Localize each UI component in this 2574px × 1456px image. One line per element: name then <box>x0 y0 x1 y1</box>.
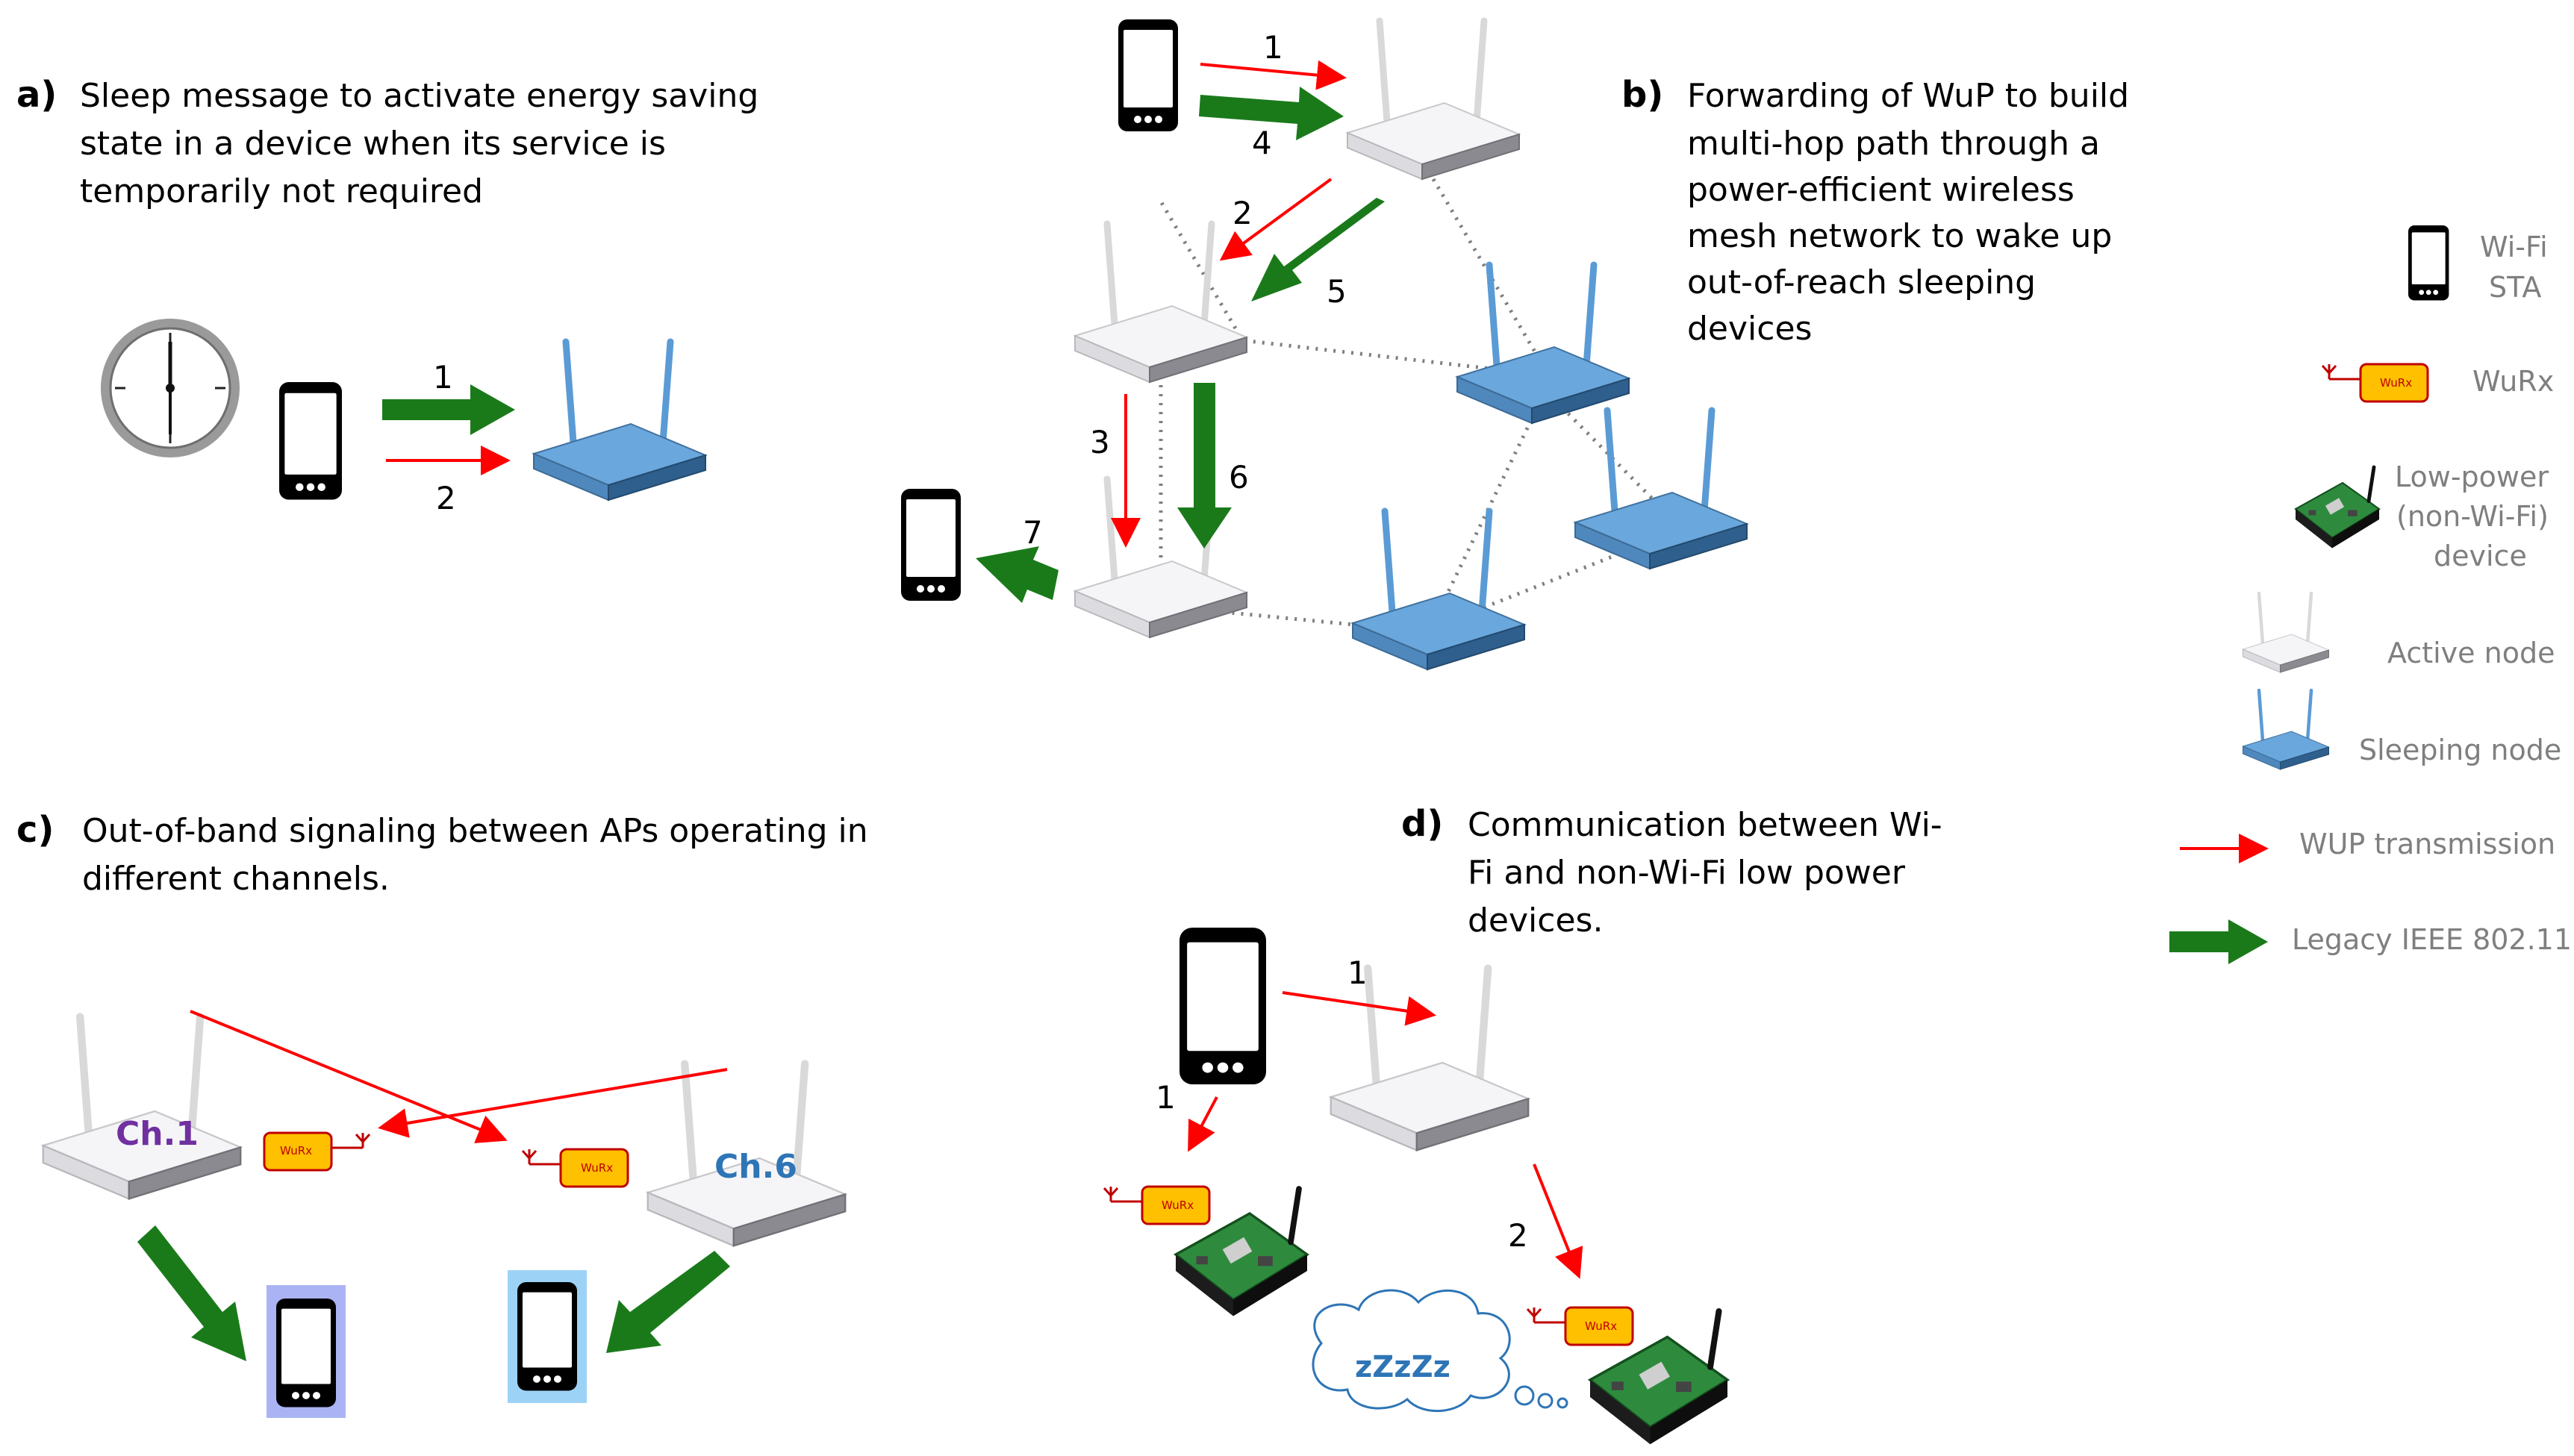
panel-b-wup-arrow-1 <box>1200 60 1347 90</box>
panel-b-legacy-arrow-7 <box>976 546 1059 603</box>
clock-icon <box>101 319 240 457</box>
legend-wup-label: WUP transmission <box>2299 828 2555 860</box>
panel-b-step-2: 2 <box>1233 195 1253 231</box>
panel-b-sleeping-router-2 <box>1575 410 1747 569</box>
panel-d-wurx-sleeping-label: WuRx <box>1585 1319 1617 1333</box>
legend-sleeping-label: Sleeping node <box>2359 734 2561 766</box>
panel-b-legacy-arrow-6 <box>1177 383 1232 549</box>
legend-legacy-label: Legacy IEEE 802.11 <box>2292 923 2572 956</box>
legend: Wi-Fi STA WuRx WuRx Low-power (non-Wi-Fi… <box>2169 225 2572 964</box>
panel-d-phone <box>1180 928 1266 1084</box>
panel-a-phone <box>279 382 342 500</box>
panel-d-active-router <box>1331 969 1529 1151</box>
panel-a-label: a) <box>16 74 57 116</box>
legend-wurx-icon-label: WuRx <box>2380 376 2412 390</box>
panel-d-step-1-ap: 1 <box>1347 954 1368 991</box>
legend-sleeping-node-icon <box>2243 690 2329 769</box>
panel-c-ch6-label: Ch.6 <box>714 1148 797 1186</box>
panel-d-step-2: 2 <box>1508 1217 1528 1254</box>
panel-d-label: d) <box>1401 803 1443 845</box>
legend-lowpower-label: Low-power (non-Wi-Fi) device <box>2395 460 2558 572</box>
sleep-cloud-icon <box>1312 1289 1568 1413</box>
panel-b-sleeping-router-3 <box>1353 511 1524 669</box>
panel-b-legacy-arrow-5 <box>1251 198 1385 301</box>
legend-sta-label: Wi-Fi STA <box>2480 231 2557 304</box>
panel-b-step-7: 7 <box>1023 514 1043 551</box>
panel-d-step-1-device: 1 <box>1156 1079 1176 1116</box>
panel-c-wup-arrow-to-ch6 <box>190 1010 508 1143</box>
panel-b-sleeping-router-1 <box>1457 265 1629 423</box>
panel-b-wup-arrow-2 <box>1219 178 1333 261</box>
panel-a-sleeping-router <box>534 342 705 500</box>
panel-c-label: c) <box>16 809 54 851</box>
panel-c-phone-right <box>517 1282 577 1391</box>
legend-legacy-arrow <box>2169 919 2268 964</box>
panel-c-wurx-left-label: WuRx <box>280 1144 312 1157</box>
panel-b-step-6: 6 <box>1229 459 1249 496</box>
panel-b-active-router-top <box>1347 21 1519 179</box>
panel-a-step-2: 2 <box>436 480 456 516</box>
panel-b-label: b) <box>1621 74 1663 116</box>
panel-b-step-3: 3 <box>1090 424 1110 460</box>
panel-a-step-1: 1 <box>433 359 453 396</box>
panel-b-step-5: 5 <box>1327 273 1347 310</box>
panel-b-active-router-left <box>1075 224 1247 382</box>
panel-b-legacy-arrow-4 <box>1199 87 1344 140</box>
legend-wurx-label: WuRx <box>2472 365 2554 398</box>
panel-d-wup-arrow-to-device <box>1188 1096 1218 1152</box>
panel-d-wup-arrow-to-sleeping <box>1533 1163 1583 1279</box>
panel-b-phone-source <box>1118 19 1178 131</box>
panel-c-legacy-arrow-right <box>606 1251 730 1353</box>
panel-b-phone-destination <box>901 489 961 601</box>
panel-d-wup-arrow-to-ap <box>1282 991 1436 1026</box>
panel-d-caption: Communication between Wi- Fi and non-Wi-… <box>1468 806 1953 940</box>
panel-a-legacy-arrow <box>382 384 515 435</box>
panel-b-step-4: 4 <box>1252 125 1272 161</box>
panel-d-sleep-text: zZzZz <box>1355 1350 1450 1384</box>
panel-c-wup-arrow-to-ch1 <box>378 1068 728 1138</box>
panel-c-wurx-right-label: WuRx <box>581 1161 613 1175</box>
legend-active-label: Active node <box>2387 637 2555 669</box>
panel-b-step-1: 1 <box>1263 29 1283 66</box>
panel-c-caption: Out-of-band signaling between APs operat… <box>82 812 879 898</box>
panel-c-ch1-label: Ch.1 <box>116 1115 199 1153</box>
panel-d-wurx-device-label: WuRx <box>1162 1199 1194 1212</box>
legend-lowpower-icon <box>2296 467 2379 549</box>
legend-active-node-icon <box>2243 593 2329 672</box>
panel-c-phone-left <box>276 1299 336 1407</box>
panel-a-caption: Sleep message to activate energy saving … <box>80 77 769 210</box>
panel-b-caption: Forwarding of WuP to build multi-hop pat… <box>1687 77 2140 348</box>
panel-c-ap-ch1 <box>43 1017 241 1199</box>
legend-sta-icon <box>2408 225 2449 301</box>
panel-c-legacy-arrow-left <box>137 1225 246 1361</box>
